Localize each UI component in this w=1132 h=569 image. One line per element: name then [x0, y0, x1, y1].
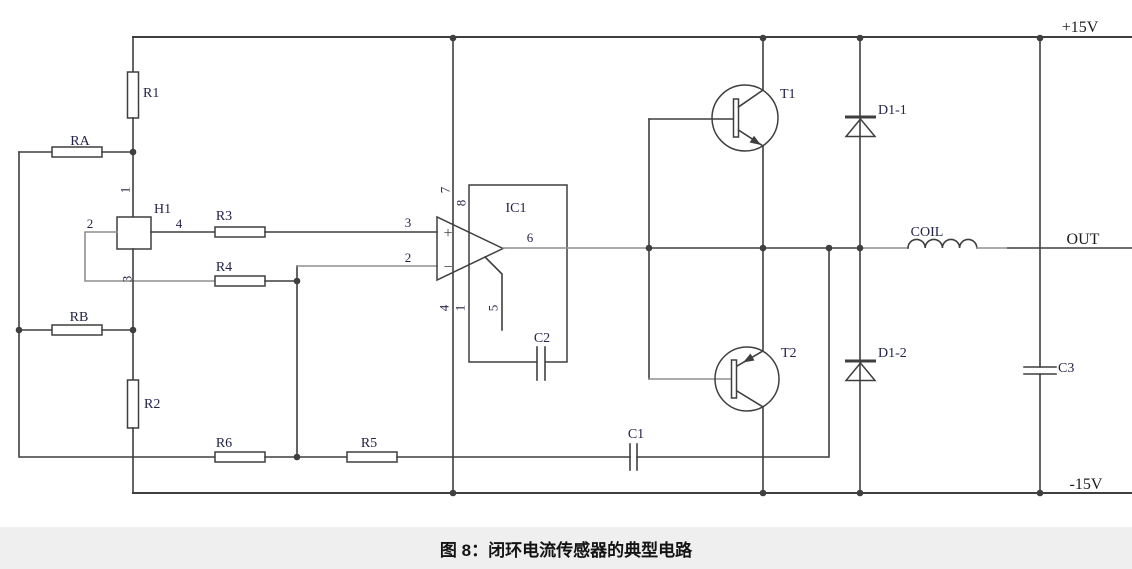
h1-pin2-wire — [84, 231, 216, 282]
t1-base-bar — [732, 98, 740, 138]
ic1-pin1-label: 1 — [453, 305, 468, 312]
junction-dot — [825, 244, 833, 252]
t1-emitter-arrow — [749, 135, 761, 145]
junction-dot — [293, 277, 301, 285]
feedback-network — [214, 247, 830, 471]
figure-caption: 图 8：闭环电流传感器的典型电路 — [439, 540, 693, 560]
resistor-r5 — [346, 451, 398, 463]
junction-dot — [129, 148, 137, 156]
labels: R1 RA RB R2 R3 R4 R6 R5 H1 1 2 3 4 IC1 3… — [70, 19, 1103, 493]
junction-dot — [15, 326, 23, 334]
opamp-pin5-wire — [483, 255, 503, 331]
resistor-r3 — [214, 226, 266, 238]
junction-dot — [1036, 34, 1044, 42]
output-filter — [648, 37, 1132, 494]
c2-label: C2 — [534, 331, 550, 346]
opamp-triangle — [436, 215, 505, 282]
ic1-pin5-label: 5 — [486, 305, 501, 312]
junction-dot — [449, 34, 457, 42]
vminus-rail-label: -15V — [1070, 476, 1103, 493]
t1-emitter-wire — [737, 128, 764, 249]
resistor-rb — [51, 324, 103, 336]
out-rail-label: OUT — [1067, 231, 1100, 248]
figure-caption-bar: 图 8：闭环电流传感器的典型电路 — [0, 527, 1132, 569]
d1-1-label: D1-1 — [878, 103, 907, 118]
junction-dot — [759, 489, 767, 497]
r6-label: R6 — [216, 436, 232, 451]
vplus-rail-label: +15V — [1062, 19, 1099, 36]
r2-label: R2 — [144, 397, 160, 412]
inductor-coil — [907, 238, 978, 249]
circuit-schematic: R1 RA RB R2 R3 R4 R6 R5 H1 1 2 3 4 IC1 3… — [15, 19, 1132, 497]
junction-dot — [449, 489, 457, 497]
opamp-ic1 — [436, 37, 650, 494]
opamp-plus-sign: + — [443, 225, 452, 242]
r5-label: R5 — [361, 436, 377, 451]
rb-label: RB — [70, 310, 89, 325]
hall-sensor-h1 — [116, 216, 152, 250]
ic1-pin7-label: 7 — [438, 186, 453, 193]
power-rails — [132, 36, 1132, 494]
input-network — [18, 36, 438, 494]
diode-d1-2 — [844, 361, 877, 382]
junction-dot — [129, 326, 137, 334]
junction-dot — [293, 453, 301, 461]
h1-label: H1 — [154, 202, 171, 217]
junction-dot — [856, 244, 864, 252]
ic1-pin3-label: 3 — [405, 215, 412, 230]
r3-label: R3 — [216, 209, 232, 224]
ic1-label: IC1 — [506, 201, 527, 216]
resistor-r6 — [214, 451, 266, 463]
resistor-r2 — [126, 379, 140, 429]
h1-pin2-label: 2 — [87, 216, 94, 231]
r1-label: R1 — [143, 86, 159, 101]
resistor-r4 — [214, 275, 266, 287]
opamp-minus-sign: − — [443, 259, 452, 276]
junction-dots — [15, 34, 1044, 497]
ra-label: RA — [70, 134, 90, 149]
junction-dot — [759, 244, 767, 252]
junction-dot — [856, 34, 864, 42]
c1-feedback-wire — [636, 247, 830, 458]
t2-label: T2 — [781, 346, 797, 361]
d1-2-label: D1-2 — [878, 346, 907, 361]
junction-dot — [1036, 489, 1044, 497]
c1-label: C1 — [628, 427, 644, 442]
ic1-pin4-label: 4 — [437, 304, 452, 311]
t2-base-bar — [730, 359, 738, 399]
h1-pin1-label: 1 — [118, 187, 133, 194]
left-rail-wire — [18, 151, 216, 458]
ic1-pin2-label: 2 — [405, 250, 412, 265]
ic1-package-outline — [468, 184, 568, 363]
t1-collector-wire — [737, 37, 764, 109]
coil-label: COIL — [911, 225, 944, 240]
c3-label: C3 — [1058, 361, 1074, 376]
h1-pin3-label: 3 — [120, 276, 135, 283]
transistor-t1 — [711, 84, 779, 152]
h1-pin4-label: 4 — [176, 216, 183, 231]
junction-dot — [759, 34, 767, 42]
t1-label: T1 — [780, 87, 796, 102]
transistor-t2 — [714, 346, 780, 412]
t2-emitter-arrow — [743, 353, 755, 363]
junction-dot — [856, 489, 864, 497]
ic1-pin8-label: 8 — [454, 200, 469, 207]
diode-d1-1 — [844, 117, 877, 138]
output-stage — [648, 37, 877, 494]
junction-dot — [645, 244, 653, 252]
resistor-r1 — [126, 71, 140, 119]
ic1-pin6-label: 6 — [527, 230, 534, 245]
t2-collector-wire — [735, 389, 764, 494]
r4-label: R4 — [216, 260, 232, 275]
